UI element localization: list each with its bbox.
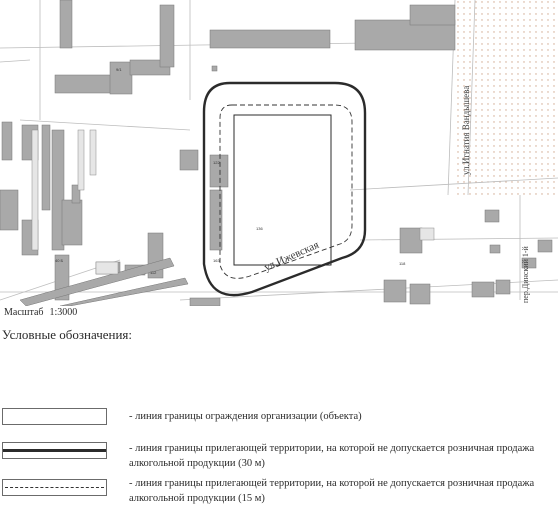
building	[399, 227, 423, 254]
object-fence-boundary	[233, 114, 332, 266]
legend-symbol-30m	[2, 442, 107, 459]
building	[521, 257, 537, 269]
building	[19, 257, 175, 306]
building	[189, 297, 221, 306]
building-number: 40 Б	[55, 258, 64, 263]
building	[59, 277, 189, 306]
building	[211, 65, 218, 72]
building-number: 9/1	[116, 67, 122, 72]
dotted-area	[455, 0, 558, 195]
building	[209, 154, 229, 188]
building	[409, 4, 456, 26]
scale-value: 1:3000	[49, 307, 78, 318]
building	[209, 29, 331, 49]
map-scale: Масштаб 1:3000	[4, 307, 77, 318]
legend-symbol-fence	[2, 408, 107, 425]
building	[489, 244, 501, 254]
map-view: 9/1 122 112 163 118 40 Б 136 ул.Ижевская…	[0, 0, 558, 306]
street-label-dinamo: пер.Динский 1-й	[521, 245, 530, 303]
boundary-30m	[202, 81, 367, 297]
building-number: 163	[213, 258, 220, 263]
building-number: 136	[256, 226, 263, 231]
building	[59, 0, 73, 49]
building	[109, 61, 133, 95]
legend-item-30m: - линия границы прилегающей территории, …	[129, 443, 535, 469]
street-label-ignatiya: ул.Игнатия Вандышева	[461, 86, 471, 175]
building	[537, 239, 553, 253]
building	[471, 281, 495, 298]
building	[61, 199, 83, 246]
building	[71, 184, 81, 204]
boundary-15m	[219, 104, 353, 279]
building	[484, 209, 500, 223]
legend-item-fence: - линия границы ограждения организации (…	[129, 411, 362, 422]
buildings	[0, 0, 553, 306]
building-number: 118	[399, 261, 406, 266]
building	[1, 121, 13, 161]
building-number: 112	[150, 270, 157, 275]
building-numbers: 9/1 122 112 163 118 40 Б 136	[55, 67, 406, 275]
legend-symbol-15m	[2, 479, 107, 496]
building-number: 122	[213, 160, 220, 165]
building	[159, 4, 175, 68]
building	[0, 189, 19, 231]
scale-label: Масштаб	[4, 307, 44, 318]
building	[209, 189, 223, 251]
legend-title: Условные обозначения:	[2, 327, 133, 342]
building	[495, 279, 511, 295]
legend-item-15m: - линия границы прилегающей территории, …	[129, 478, 535, 504]
building	[41, 124, 51, 211]
building	[51, 129, 65, 251]
building	[179, 149, 199, 171]
building	[383, 279, 407, 303]
building	[409, 283, 431, 305]
